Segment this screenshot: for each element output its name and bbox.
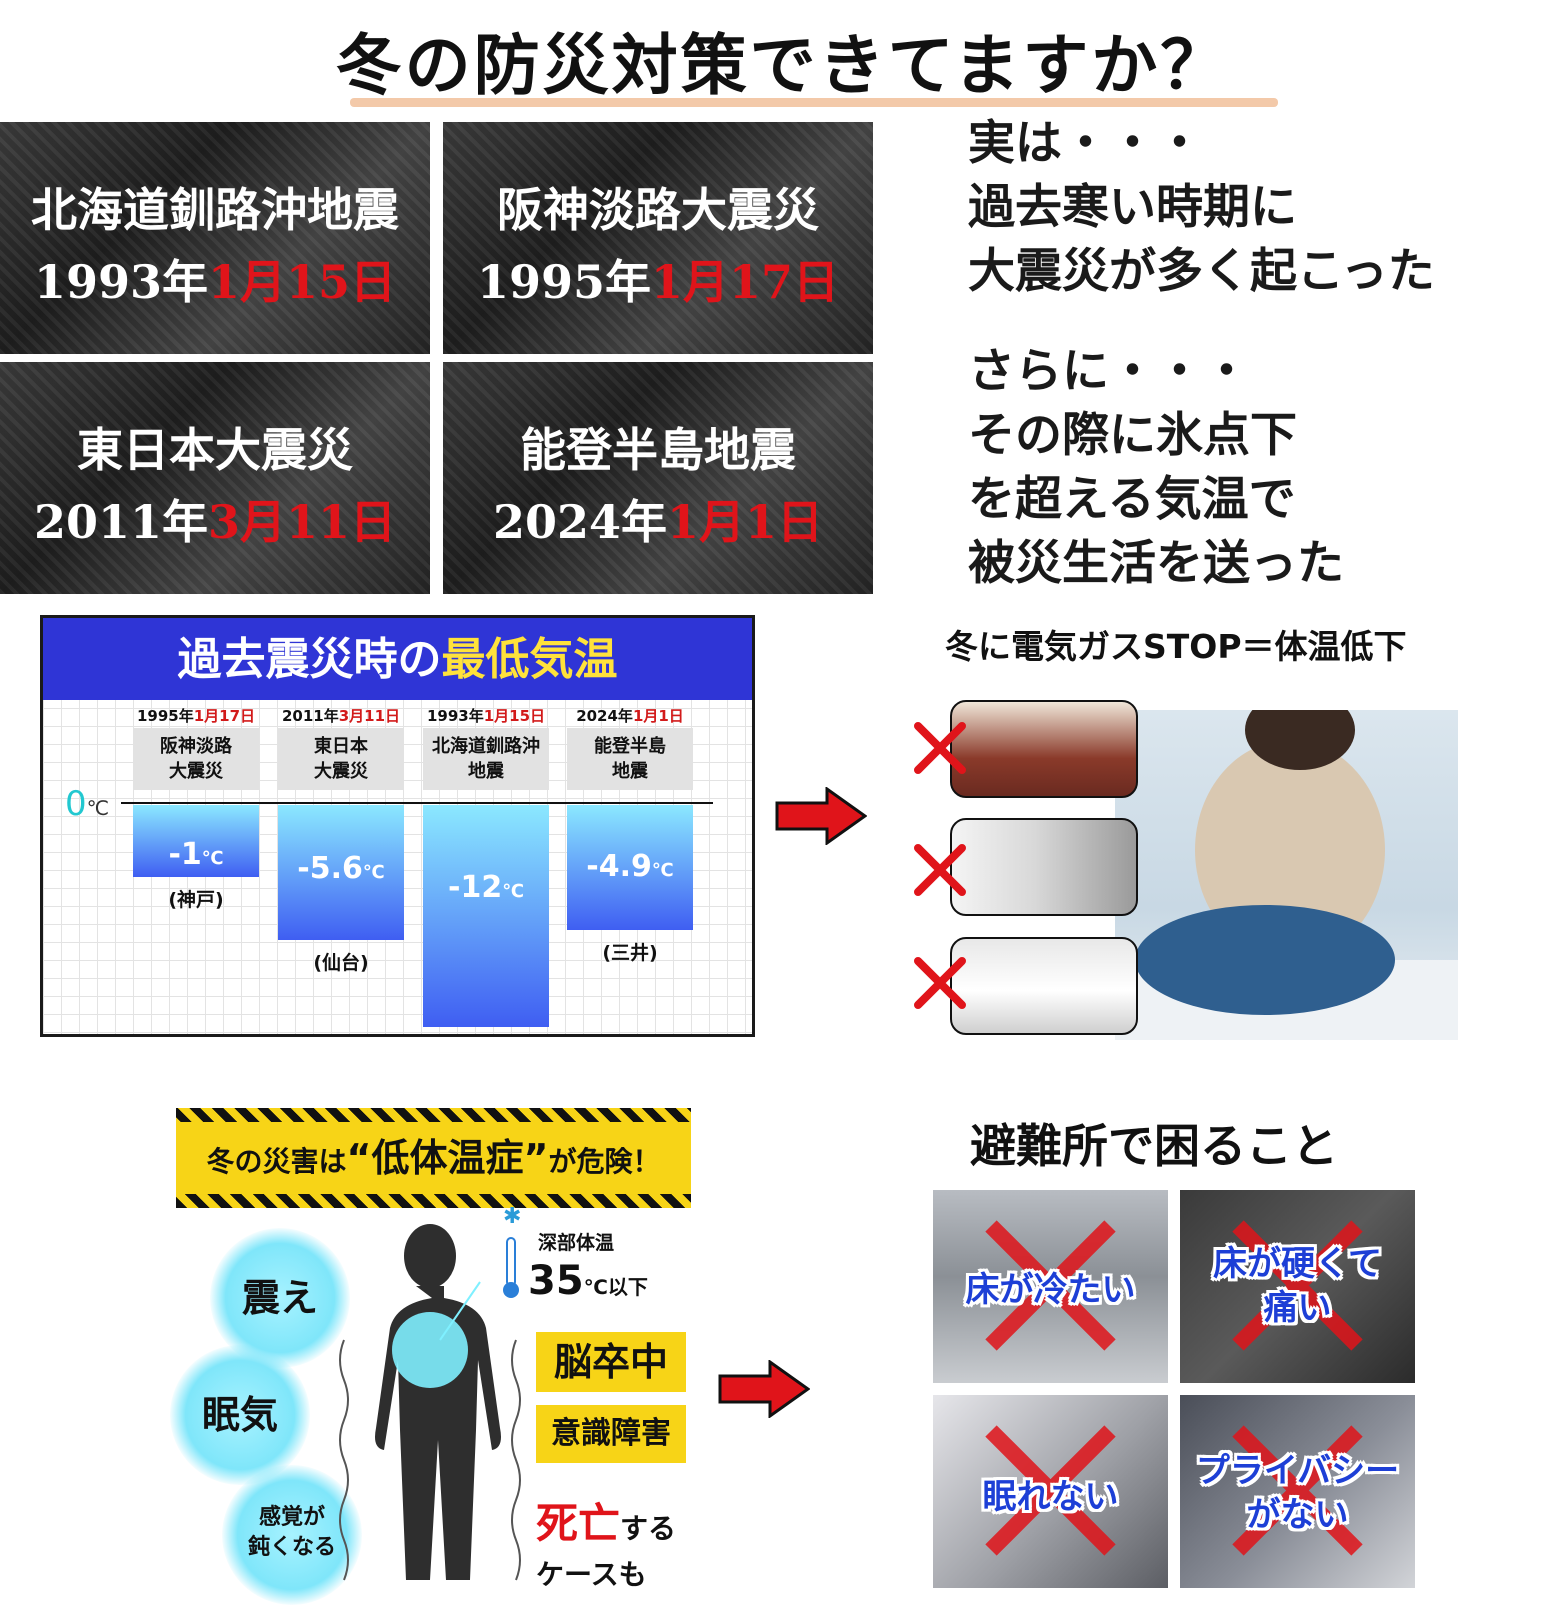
chart-bar (278, 805, 404, 940)
chart-category-label: 東日本大震災 (278, 728, 404, 790)
quake-name: 阪神淡路大震災 (497, 183, 819, 237)
quake-card-noto: 能登半島地震 2024年1月1日 (443, 362, 873, 594)
zero-label: 0℃ (65, 784, 110, 824)
title-underline (350, 98, 1278, 107)
death-text: 死亡する ケースも (536, 1499, 677, 1591)
quake-date: 2024年1月1日 (492, 495, 824, 549)
chart-date-label: 1995年1月17日 (136, 707, 256, 725)
x-mark-icon (985, 1220, 1116, 1351)
chart-city-label: (釧路) (423, 1035, 549, 1037)
shelter-title: 避難所で困ること (970, 1119, 1338, 1173)
note-block-1: 実は・・・ 過去寒い時期に 大震災が多く起こった (968, 116, 1435, 299)
quake-card-kushiro: 北海道釧路沖地震 1993年1月15日 (0, 122, 430, 354)
quake-date: 2011年3月11日 (33, 495, 397, 549)
quake-name: 能登半島地震 (520, 423, 796, 477)
symptom-shivering: 震え (210, 1228, 350, 1368)
chart-category-label: 阪神淡路大震災 (133, 728, 259, 790)
shelter-tile-no-sleep: 眠れない (933, 1395, 1168, 1588)
chart-city-label: (神戸) (168, 888, 224, 911)
hazard-banner: 冬の災害は“低体温症”が危険！ (176, 1122, 691, 1194)
symptom-drowsiness: 眠気 (170, 1345, 310, 1485)
page-title: 冬の防災対策できてますか？ (335, 26, 1230, 104)
x-mark-icon (914, 722, 966, 774)
chart-date-label: 1993年1月15日 (426, 707, 546, 725)
quake-name: 東日本大震災 (77, 423, 353, 477)
zero-line (121, 802, 713, 804)
core-temp-label: 深部体温 (538, 1232, 615, 1254)
heater-photo (950, 818, 1138, 916)
chart-category-label: 北海道釧路沖地震 (423, 728, 549, 790)
note-block-2: さらに・・・ その際に氷点下 を超える気温で 被災生活を送った (968, 344, 1344, 591)
chart-title: 過去震災時の最低気温 (43, 618, 752, 700)
x-mark-icon (1232, 1220, 1363, 1351)
kotatsu-photo (950, 700, 1138, 798)
stop-title: 冬に電気ガスSTOP＝体温低下 (945, 627, 1407, 666)
quake-card-higashinihon: 東日本大震災 2011年3月11日 (0, 362, 430, 594)
x-mark-icon (1232, 1425, 1363, 1556)
tag-unconsciousness: 意識障害 (536, 1405, 686, 1463)
min-temperature-chart: 過去震災時の最低気温 0℃ 1995年1月17日阪神淡路大震災 -1℃ (神戸) 20… (40, 615, 755, 1037)
chart-bar-value: -5.6℃ (297, 850, 385, 886)
chart-bar-value: -4.9℃ (586, 848, 674, 884)
air-conditioner-photo (950, 937, 1138, 1035)
chart-date-label: 2024年1月1日 (576, 707, 684, 725)
shelter-tile-cold-floor: 床が冷たい (933, 1190, 1168, 1383)
chart-bar (133, 805, 259, 877)
chart-category-label: 能登半島地震 (567, 728, 693, 790)
cold-woman-photo (1115, 710, 1458, 1040)
snowflake-icon: ✱ (503, 1204, 522, 1229)
quake-card-hanshin: 阪神淡路大震災 1995年1月17日 (443, 122, 873, 354)
chart-city-label: (仙台) (313, 951, 369, 974)
x-mark-icon (985, 1425, 1116, 1556)
chart-bar-value: -12℃ (448, 869, 524, 905)
symptom-numbness: 感覚が鈍くなる (222, 1465, 362, 1605)
arrow-right-icon (718, 1360, 810, 1418)
quake-date: 1993年1月15日 (33, 255, 397, 309)
chart-bar (423, 805, 549, 1028)
x-mark-icon (914, 957, 966, 1009)
arrow-right-icon (775, 787, 867, 845)
chart-city-label: (三井) (602, 942, 658, 965)
x-mark-icon (914, 844, 966, 896)
quake-date: 1995年1月17日 (476, 255, 840, 309)
chart-bar-value: -1℃ (168, 836, 224, 872)
core-temp-value: 35℃以下 (528, 1258, 648, 1304)
body-silhouette-icon (339, 1224, 521, 1581)
thermometer-icon (503, 1237, 519, 1298)
shelter-tile-hard-floor: 床が硬くて痛い (1180, 1190, 1415, 1383)
chart-date-label: 2011年3月11日 (281, 707, 401, 725)
tag-stroke: 脳卒中 (536, 1332, 686, 1392)
chart-bar (567, 805, 693, 931)
shelter-tile-no-privacy: プライバシーがない (1180, 1395, 1415, 1588)
quake-name: 北海道釧路沖地震 (31, 183, 399, 237)
